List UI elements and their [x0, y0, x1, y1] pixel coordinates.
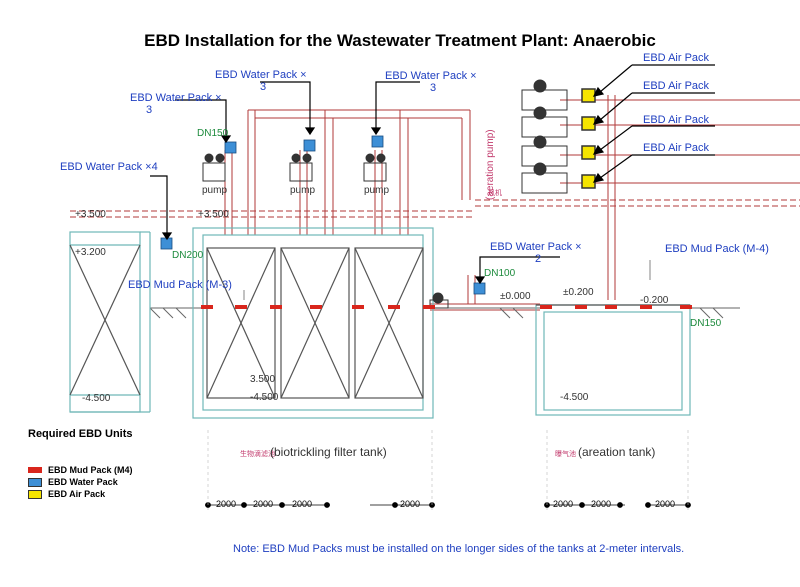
callout-count: 3	[430, 82, 437, 94]
label-level-p3500: +3.500	[198, 209, 229, 220]
label-level-m0200: -0.200	[640, 295, 669, 306]
callout-air-pack-3: EBD Air Pack	[643, 114, 710, 126]
label-biotrickling-tank: (biotrickling filter tank)	[270, 445, 387, 459]
label-level-m4500: -4.500	[250, 392, 279, 403]
label-dn200: DN200	[172, 250, 204, 261]
process-pipes	[70, 95, 800, 311]
callout-text: EBD Water Pack ×	[130, 92, 222, 104]
label-level-m4500: -4.500	[560, 392, 589, 403]
callout-water-pack-mid: EBD Water Pack × 3	[215, 69, 307, 93]
legend-title: Required EBD Units	[28, 428, 133, 440]
callout-leaders	[150, 64, 715, 300]
legend-item-water: EBD Water Pack	[28, 477, 118, 487]
mud-pack-swatch	[28, 467, 42, 473]
dimension-line	[205, 502, 691, 508]
pump-icon	[202, 153, 449, 309]
callout-water-pack-left: EBD Water Pack × 3	[130, 92, 222, 116]
label-level-0: ±0.000	[500, 291, 531, 302]
callout-air-pack-4: EBD Air Pack	[643, 142, 710, 154]
label-pump: pump	[290, 185, 316, 196]
dimension-label: 2000	[216, 499, 237, 509]
callout-text: EBD Water Pack ×	[385, 70, 477, 82]
blower-icon	[521, 79, 568, 194]
callout-water-pack-right: EBD Water Pack × 3	[385, 70, 477, 94]
legend-label: EBD Air Pack	[48, 489, 106, 499]
callout-water-pack-x2: EBD Water Pack × 2	[490, 241, 582, 265]
callout-text: EBD Water Pack ×	[215, 69, 307, 81]
label-cn-aeration: 曝气池	[555, 451, 576, 458]
callout-air-pack-1: EBD Air Pack	[643, 52, 710, 64]
water-pack-swatch	[28, 477, 42, 487]
dimension-label: 2000	[655, 499, 676, 509]
label-dn150-right: DN150	[690, 318, 722, 329]
legend-item-air: EBD Air Pack	[28, 489, 105, 499]
callout-mud-pack-m4: EBD Mud Pack (M-4)	[665, 243, 769, 255]
label-level-p3200: +3.200	[75, 247, 106, 258]
grid-lines	[207, 430, 689, 510]
label-level-m4500: -4.500	[82, 393, 111, 404]
legend-label: EBD Mud Pack (M4)	[48, 465, 133, 475]
water-pack-markers	[160, 135, 486, 295]
installation-note: Note: EBD Mud Packs must be installed on…	[233, 543, 685, 555]
mud-pack-markers	[201, 305, 692, 309]
callout-text: EBD Water Pack ×	[490, 241, 582, 253]
label-aeration-tank: (areation tank)	[578, 445, 656, 459]
label-cn-fan: 风机	[488, 190, 502, 197]
callout-count: 2	[535, 253, 542, 265]
dimension-label: 2000	[553, 499, 574, 509]
label-level-m3500: 3.500	[250, 374, 276, 385]
left-tank	[69, 231, 151, 413]
callout-water-pack-x4: EBD Water Pack ×4	[60, 161, 158, 173]
air-pack-swatch	[28, 489, 42, 499]
dimension-label: 2000	[400, 499, 421, 509]
callout-count: 3	[260, 81, 267, 93]
dimension-label: 2000	[292, 499, 313, 509]
callout-count: 3	[146, 104, 153, 116]
legend-item-mud: EBD Mud Pack (M4)	[28, 465, 133, 475]
label-dn100: DN100	[484, 268, 516, 279]
biotrickling-filter-tank	[192, 227, 434, 419]
dimension-label: 2000	[591, 499, 612, 509]
air-pack-markers	[581, 88, 596, 189]
callout-air-pack-2: EBD Air Pack	[643, 80, 710, 92]
legend-label: EBD Water Pack	[48, 477, 118, 487]
label-cn-biotrickling: 生物滴滤池	[240, 451, 275, 458]
label-pump: pump	[202, 185, 228, 196]
label-level-p3500: +3.500	[75, 209, 106, 220]
callout-mud-pack-m3: EBD Mud Pack (M-3)	[128, 279, 232, 291]
label-dn150-top: DN150	[197, 128, 229, 139]
label-pump: pump	[364, 185, 390, 196]
label-level-p0200: ±0.200	[563, 287, 594, 298]
dimension-label: 2000	[253, 499, 274, 509]
diagram-title: EBD Installation for the Wastewater Trea…	[144, 31, 656, 50]
